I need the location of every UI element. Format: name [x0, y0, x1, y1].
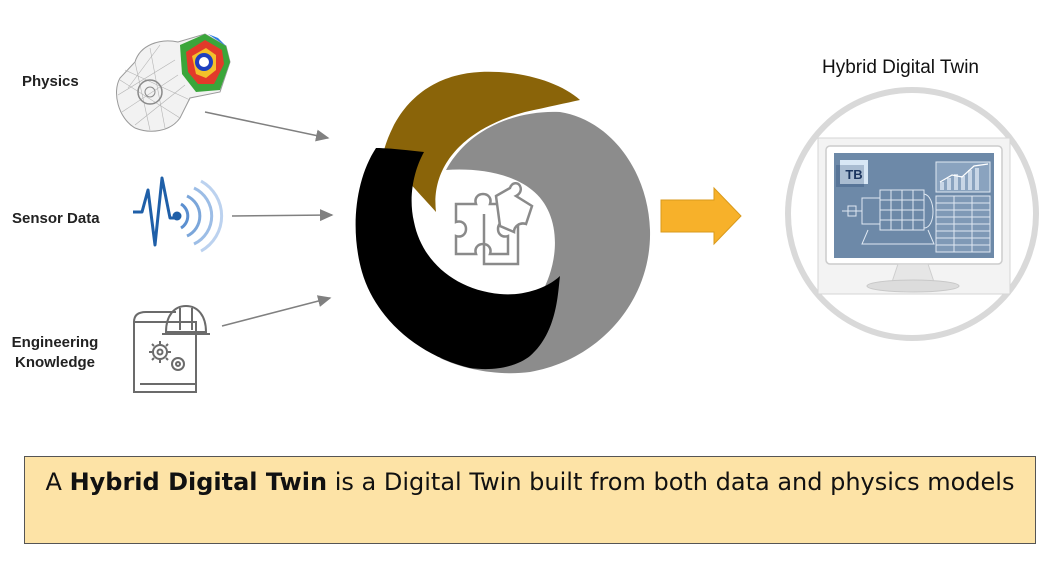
swirl-black-segment	[355, 148, 560, 370]
puzzle-piece-icon	[454, 192, 510, 256]
central-swirl	[355, 71, 651, 374]
physics-mesh-icon	[116, 33, 231, 132]
diagram-canvas: TB	[116, 33, 1039, 393]
sensor-data-label: Sensor Data	[12, 210, 100, 227]
puzzle-piece-floating-icon	[494, 182, 534, 234]
caption-text: is a Digital Twin built from both data a…	[334, 468, 1015, 496]
engineering-book-icon	[133, 304, 210, 393]
physics-label: Physics	[22, 73, 79, 90]
caption-prefix: A	[45, 468, 62, 496]
physics-arrow	[204, 111, 330, 142]
swirl-gray-segment	[440, 111, 651, 374]
caption-bold-term: Hybrid Digital Twin	[69, 468, 328, 496]
output-arrow	[660, 186, 742, 246]
engineering-knowledge-label: Engineering Knowledge	[11, 334, 99, 371]
engineering-arrow	[221, 295, 332, 327]
sensor-arrow	[231, 209, 334, 222]
sensor-signal-icon	[133, 176, 224, 253]
hybrid-digital-twin-title: Hybrid Digital Twin	[822, 57, 979, 78]
swirl-gold-segment	[384, 71, 580, 212]
monitor-badge: TB	[845, 167, 862, 182]
digital-twin-monitor-icon: TB	[785, 87, 1039, 341]
caption-box: A Hybrid Digital Twin is a Digital Twin …	[24, 456, 1036, 544]
